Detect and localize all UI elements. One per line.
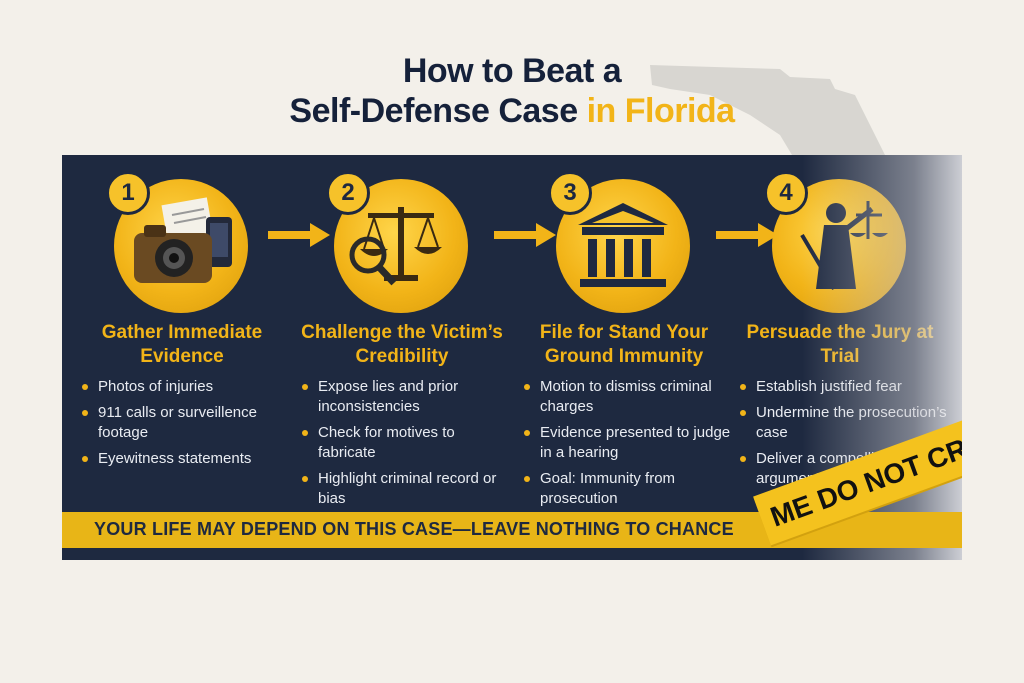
list-item: Undermine the prosecution’s case bbox=[740, 403, 950, 443]
step-1-bullets: Photos of injuries 911 calls or surveill… bbox=[82, 377, 292, 475]
list-item: Evidence presented to judge in a hearing bbox=[524, 423, 734, 463]
step-1-heading: Gather Immediate Evidence bbox=[101, 322, 263, 367]
courthouse-icon bbox=[578, 203, 668, 287]
title-line-2: Self-Defense Case in Florida bbox=[0, 92, 1024, 131]
lady-justice-icon bbox=[800, 201, 888, 291]
step-2-heading: Challenge the Victim’s Credibility bbox=[301, 322, 503, 367]
list-item: Establish justified fear bbox=[740, 377, 950, 397]
step-4-number: 4 bbox=[764, 171, 808, 215]
right-arrow-icon bbox=[494, 223, 556, 247]
list-item: Photos of injuries bbox=[82, 377, 292, 397]
step-4-heading: Persuade the Jury at Trial bbox=[746, 322, 934, 367]
title-main: Self-Defense Case bbox=[289, 92, 587, 130]
steps-panel: 1 Gather Immediate Evidence Photos of in… bbox=[62, 155, 962, 560]
list-item: Check for motives to fabricate bbox=[302, 423, 512, 463]
list-item: 911 calls or surveillence footage bbox=[82, 403, 292, 443]
step-3-heading: File for Stand Your Ground Immunity bbox=[539, 322, 709, 367]
scales-magnifier-icon bbox=[349, 207, 442, 286]
step-1-number: 1 bbox=[106, 171, 150, 215]
list-item: Highlight criminal record or bias bbox=[302, 469, 512, 509]
right-arrow-icon bbox=[268, 223, 330, 247]
step-3-number: 3 bbox=[548, 171, 592, 215]
camera-evidence-icon bbox=[134, 197, 232, 283]
title-line-1: How to Beat a bbox=[402, 52, 622, 90]
step-2-bullets: Expose lies and prior inconsistencies Ch… bbox=[302, 377, 512, 515]
step-3-bullets: Motion to dismiss criminal charges Evide… bbox=[524, 377, 734, 515]
list-item: Motion to dismiss criminal charges bbox=[524, 377, 734, 417]
list-item: Goal: Immunity from prosecution bbox=[524, 469, 734, 509]
right-arrow-icon bbox=[716, 223, 778, 247]
step-2-number: 2 bbox=[326, 171, 370, 215]
banner-text: YOUR LIFE MAY DEPEND ON THIS CASE—LEAVE … bbox=[94, 519, 734, 539]
title-accent: in Florida bbox=[586, 92, 736, 130]
list-item: Expose lies and prior inconsistencies bbox=[302, 377, 512, 417]
list-item: Eyewitness statements bbox=[82, 449, 292, 469]
